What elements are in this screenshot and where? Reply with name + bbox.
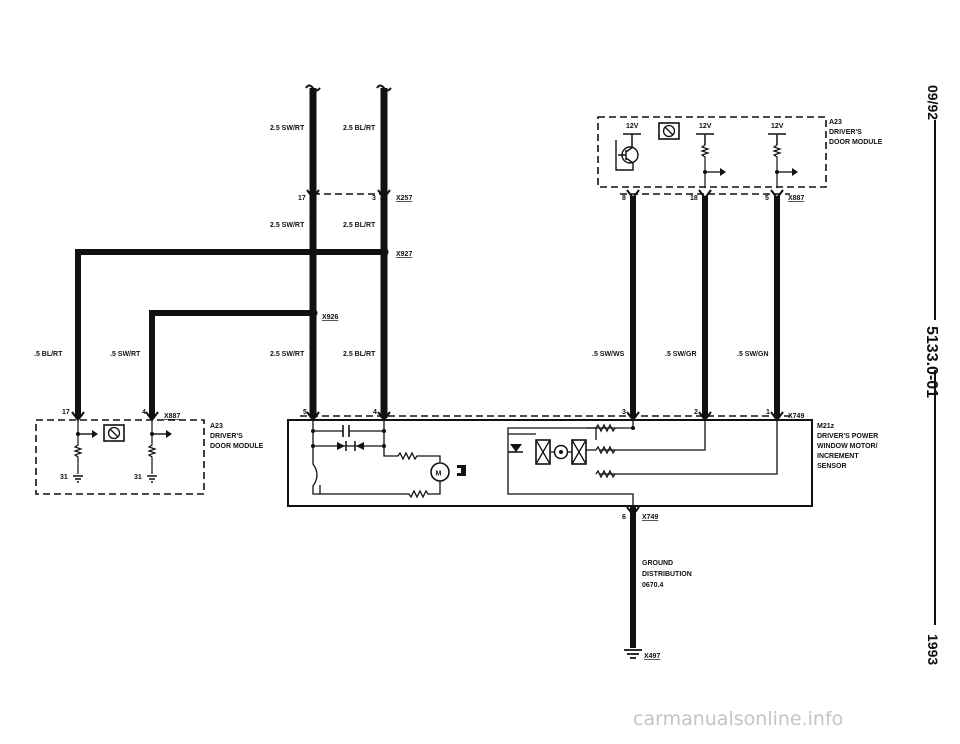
wire-label: .5 SW/RT — [110, 351, 141, 358]
resistor-icon — [700, 144, 710, 188]
transistor-icon — [615, 140, 639, 171]
ground-icon — [624, 649, 642, 659]
pin-number: 4 — [373, 409, 377, 416]
wire-break-left — [305, 84, 321, 92]
pin-number: 2 — [694, 409, 698, 416]
pin-number: 5 — [765, 195, 769, 202]
connector-label: X497 — [644, 653, 660, 660]
wire-label: 2.5 BL/RT — [343, 351, 376, 358]
capacitor-icon — [342, 425, 350, 437]
voltage-label: 12V — [699, 123, 712, 130]
connector-label: X887 — [164, 413, 180, 420]
control-unit-icon — [103, 424, 125, 442]
motor-module-box — [287, 419, 813, 507]
svg-text:DRIVER'S: DRIVER'S — [210, 433, 243, 440]
right-door-module-internals — [615, 122, 798, 188]
connector-label: X749 — [642, 514, 658, 521]
side-date: 09/92 — [925, 85, 941, 120]
side-code: 5133.0-01 — [923, 326, 940, 398]
svg-text:M21z: M21z — [817, 423, 835, 430]
pin-number: 4 — [142, 409, 146, 416]
wire-label: .5 SW/GR — [665, 351, 697, 358]
left-door-module-internals — [73, 420, 172, 483]
right-door-module-label: A23 DRIVER'S DOOR MODULE — [829, 119, 883, 146]
wire-bl-rt-splice — [75, 249, 384, 418]
svg-text:A23: A23 — [829, 119, 842, 126]
wire-break-right — [376, 84, 392, 92]
wire-sw-rt-splice — [149, 310, 313, 418]
pin-number: 17 — [298, 195, 306, 202]
voltage-label: 12V — [626, 123, 639, 130]
pin-number: 3 — [622, 409, 626, 416]
pin-number: 3 — [372, 195, 376, 202]
pin-number: 31 — [60, 474, 68, 481]
wire-label: .5 BL/RT — [34, 351, 63, 358]
resistor-icon — [595, 423, 616, 479]
ground-icon — [73, 475, 157, 483]
diode-icon — [313, 441, 384, 451]
pin-number: 17 — [62, 409, 70, 416]
motor-icon: M — [430, 462, 466, 482]
pin-number: 18 — [690, 195, 698, 202]
connector-label: X749 — [788, 413, 804, 420]
page-side-strip: 09/92 5133.0-01 1993 — [923, 85, 941, 665]
svg-text:DOOR MODULE: DOOR MODULE — [829, 139, 883, 146]
pin-number: 8 — [622, 195, 626, 202]
resistor-icon — [772, 144, 782, 188]
wire-label: 2.5 BL/RT — [343, 125, 376, 132]
pin-number: 6 — [622, 514, 626, 521]
connector-label: X887 — [788, 195, 804, 202]
svg-text:A23: A23 — [210, 423, 223, 430]
connector-label: X927 — [396, 251, 412, 258]
svg-text:WINDOW MOTOR/: WINDOW MOTOR/ — [817, 443, 878, 450]
connector-label: X257 — [396, 195, 412, 202]
svg-text:DOOR MODULE: DOOR MODULE — [210, 443, 264, 450]
wire-label: .5 SW/GN — [737, 351, 769, 358]
left-door-module-box — [35, 419, 205, 495]
svg-text:0670.4: 0670.4 — [642, 582, 664, 589]
wire-label: 2.5 BL/RT — [343, 222, 376, 229]
watermark: carmanualsonline.info — [633, 708, 843, 730]
side-year: 1993 — [925, 634, 941, 665]
hall-sensor-icon — [535, 439, 587, 465]
splice-x927 — [379, 247, 389, 257]
resistor-icon — [147, 420, 157, 474]
connector-label: X926 — [322, 314, 338, 321]
svg-text:DISTRIBUTION: DISTRIBUTION — [642, 571, 692, 578]
wire-label: 2.5 SW/RT — [270, 222, 305, 229]
ground-distribution-label: GROUND DISTRIBUTION 0670.4 — [642, 560, 692, 589]
svg-text:M: M — [436, 471, 442, 478]
right-door-module-box — [597, 116, 827, 188]
wire-label: 2.5 SW/RT — [270, 125, 305, 132]
motor-module-label: M21z DRIVER'S POWER WINDOW MOTOR/ INCREM… — [817, 423, 878, 470]
pin-number: 5 — [303, 409, 307, 416]
motor-module-internals: M — [311, 420, 778, 505]
svg-text:SENSOR: SENSOR — [817, 463, 847, 470]
svg-text:INCREMENT: INCREMENT — [817, 453, 859, 460]
left-door-module-label: A23 DRIVER'S DOOR MODULE — [210, 423, 264, 450]
pin-number: 1 — [766, 409, 770, 416]
pin-number: 31 — [134, 474, 142, 481]
control-unit-icon — [658, 122, 680, 140]
resistor-icon — [73, 420, 83, 474]
svg-text:DRIVER'S POWER: DRIVER'S POWER — [817, 433, 878, 440]
svg-text:DRIVER'S: DRIVER'S — [829, 129, 862, 136]
splice-x926 — [308, 308, 318, 318]
wire-label: 2.5 SW/RT — [270, 351, 305, 358]
voltage-label: 12V — [771, 123, 784, 130]
wire-label: .5 SW/WS — [592, 351, 625, 358]
svg-text:GROUND: GROUND — [642, 560, 673, 567]
heavy-wires — [75, 88, 780, 648]
